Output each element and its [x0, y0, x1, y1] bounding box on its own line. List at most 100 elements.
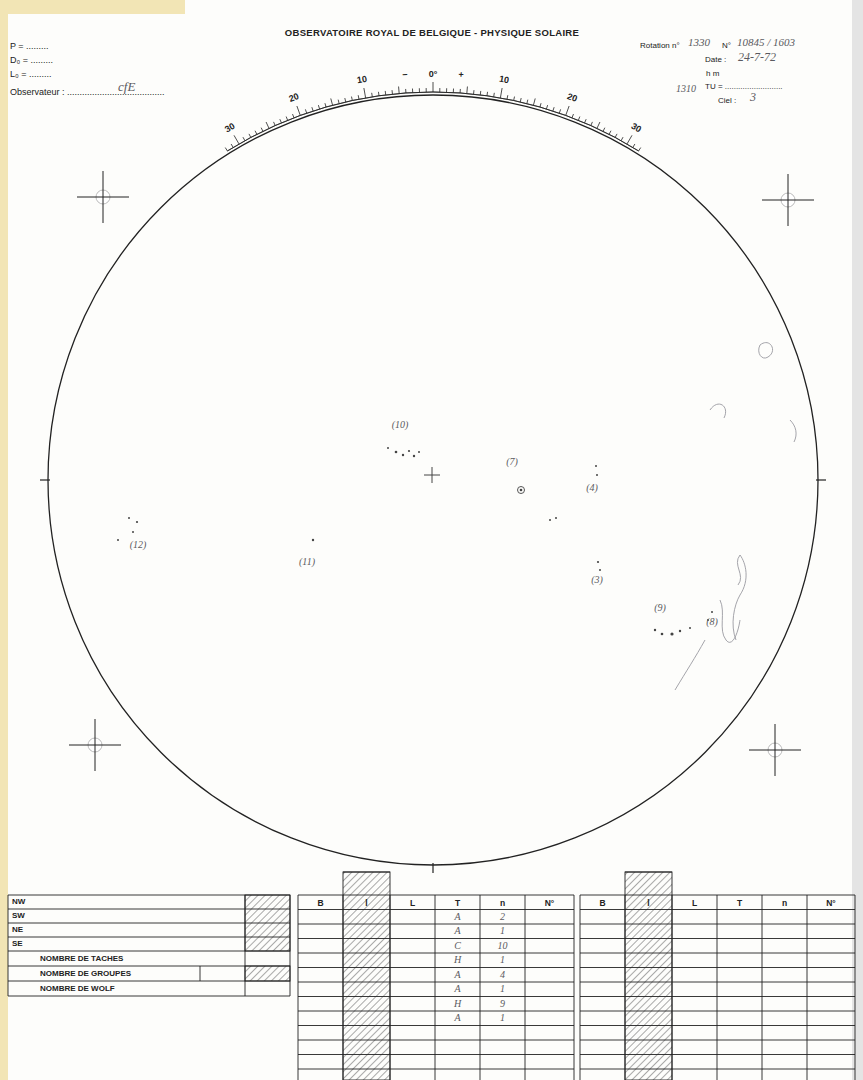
table-rule — [525, 895, 526, 1080]
table-rule — [298, 1011, 574, 1012]
table-rule — [8, 937, 290, 938]
scale-tick — [597, 122, 600, 128]
table-cell: 4 — [500, 970, 505, 980]
scale-tick — [234, 135, 239, 144]
scale-tick — [446, 88, 447, 92]
table-cell: A — [454, 1013, 460, 1023]
group-number: (10) — [392, 420, 409, 430]
scale-tick — [358, 95, 360, 99]
scale-number: 10 — [498, 75, 509, 86]
scale-tick — [426, 88, 427, 92]
sunspot — [117, 539, 119, 541]
form-field: h m — [706, 70, 719, 78]
table-rule — [580, 953, 855, 954]
table-rule — [298, 909, 574, 910]
form-field: N° — [722, 42, 731, 50]
form-title: OBSERVATOIRE ROYAL DE BELGIQUE - PHYSIQU… — [285, 28, 579, 38]
table-cell: A — [454, 984, 460, 994]
group-number: (8) — [706, 617, 718, 627]
table-rule — [625, 872, 672, 873]
scale-tick — [243, 137, 245, 140]
scale-tick — [351, 97, 353, 101]
scale-tick — [392, 90, 393, 94]
table-header: B — [317, 898, 323, 907]
scale-tick — [364, 88, 366, 98]
form-field: P = ......... — [10, 42, 49, 51]
sunspot — [395, 451, 398, 454]
scale-tick — [615, 134, 617, 138]
table-cell: 9 — [500, 999, 505, 1009]
table-rule — [574, 895, 575, 1080]
table-header: T — [737, 898, 742, 907]
disc-ticks — [40, 480, 826, 873]
sunspot — [418, 451, 420, 453]
table-row-label: NW — [12, 898, 25, 906]
scale-tick — [603, 128, 605, 132]
solar-disc — [48, 95, 818, 865]
table-rule — [8, 981, 290, 982]
table-rule — [298, 1069, 574, 1070]
sunspots — [117, 447, 713, 636]
tables — [8, 872, 855, 1080]
scale-tick — [621, 137, 623, 140]
registration-cross — [749, 724, 801, 776]
handwritten-entry: 3 — [750, 91, 756, 103]
group-number: (12) — [130, 540, 147, 550]
table-row-label: NOMBRE DE WOLF — [40, 985, 115, 993]
table-header: n — [500, 898, 505, 907]
paper-edge — [0, 0, 8, 1080]
table-header: N° — [545, 898, 555, 907]
table-header: B — [599, 898, 605, 907]
table-rule — [672, 895, 673, 1080]
sunspot — [520, 489, 523, 492]
table-rule — [580, 938, 855, 939]
form-field: Observateur : ..........................… — [10, 88, 165, 97]
table-header: l — [647, 898, 649, 907]
scale-tick — [305, 109, 306, 113]
scale-tick — [540, 103, 541, 107]
form-field: Rotation n° — [640, 42, 680, 50]
table-rule — [298, 1040, 574, 1041]
scale-number: − — [402, 70, 408, 79]
scale-tick — [578, 117, 579, 121]
sunspot — [402, 454, 404, 456]
scale-tick — [371, 93, 373, 97]
form-field: D₀ = ......... — [10, 56, 53, 65]
scale-tick — [231, 144, 233, 147]
table-rule — [8, 996, 290, 997]
scale-tick — [513, 97, 515, 101]
handwritten-entry: 10845 / 1603 — [737, 37, 795, 48]
sunspot — [654, 629, 656, 631]
scale-tick — [344, 98, 346, 102]
scale-tick — [559, 109, 560, 113]
scale-number: 30 — [223, 122, 236, 135]
table-rule — [580, 895, 855, 896]
hatched-cell — [245, 966, 290, 981]
table-rule — [762, 895, 763, 1080]
table-rule — [8, 909, 290, 910]
scale-tick — [627, 135, 632, 144]
scale-tick — [486, 92, 488, 96]
registration-cross — [77, 171, 129, 223]
sunspot — [132, 531, 134, 533]
table-rule — [298, 953, 574, 954]
scale-tick — [520, 98, 522, 102]
table-cell: A — [454, 970, 460, 980]
table-rule — [8, 951, 290, 952]
sunspot — [661, 633, 664, 636]
scale-tick — [325, 103, 326, 107]
scale-tick — [609, 131, 611, 135]
scale-tick — [261, 128, 263, 132]
scale-tick — [255, 131, 257, 135]
table-header: l — [365, 898, 367, 907]
scale-tick — [293, 114, 294, 118]
table-rule — [580, 982, 855, 983]
handwritten-entry: 1310 — [676, 84, 696, 94]
table-rule — [580, 967, 855, 968]
degree-scale — [225, 82, 640, 151]
scale-tick — [433, 82, 434, 92]
table-row-label: NOMBRE DE GROUPES — [40, 970, 131, 978]
table-rule — [343, 895, 344, 1080]
table-rule — [8, 923, 290, 924]
